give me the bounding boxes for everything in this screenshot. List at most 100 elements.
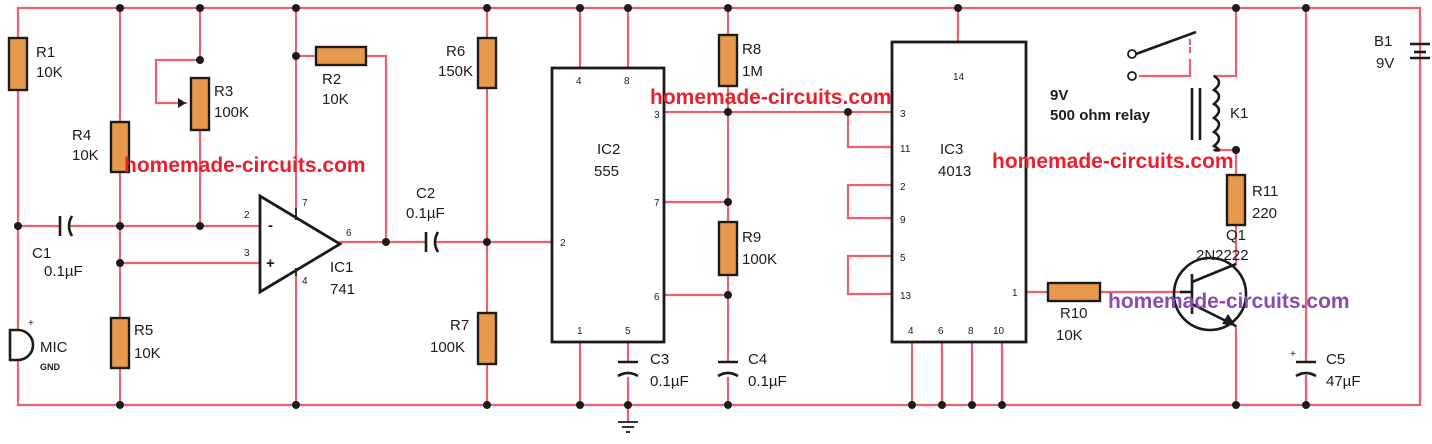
watermarks: homemade-circuits.com homemade-circuits.… <box>124 86 1350 313</box>
ic3-pin6: 6 <box>938 326 944 337</box>
capacitor-c1: C1 0.1µF <box>32 215 83 280</box>
ic1-pin3: 3 <box>244 248 250 259</box>
r7-name: R7 <box>450 317 469 334</box>
q1-name: Q1 <box>1226 227 1246 244</box>
resistor-r1: R1 10K <box>7 36 63 92</box>
c1-name: C1 <box>32 245 51 262</box>
c5-plus: + <box>1290 349 1296 360</box>
c2-value: 0.1µF <box>406 205 445 222</box>
r10-name: R10 <box>1060 305 1088 322</box>
r9-name: R9 <box>742 229 761 246</box>
ic2-value: 555 <box>594 163 619 180</box>
ic2-pin1: 1 <box>577 326 583 337</box>
ic2-pin8: 8 <box>624 76 630 87</box>
ic3-pin2: 2 <box>900 182 906 193</box>
ic2-pin6: 6 <box>654 292 660 303</box>
microphone: + MIC GND <box>8 318 68 372</box>
ic1-pin7: 7 <box>302 198 308 209</box>
capacitor-c5: + C5 47µF <box>1290 349 1361 390</box>
wires <box>16 6 1422 424</box>
relay-k1: K1 9V 500 ohm relay <box>1050 30 1248 152</box>
k1-name: K1 <box>1230 105 1248 122</box>
resistor-r11: R11 220 <box>1225 173 1278 227</box>
resistor-r10: R10 10K <box>1046 281 1102 344</box>
mic-gnd: GND <box>40 362 61 372</box>
resistor-r9: R9 100K <box>717 220 777 277</box>
ic3-pin8: 8 <box>968 326 974 337</box>
c2-name: C2 <box>416 185 435 202</box>
ic1-plus: + <box>266 255 275 272</box>
capacitor-c4: C4 0.1µF <box>717 351 787 390</box>
r5-name: R5 <box>134 322 153 339</box>
ic1-value: 741 <box>330 281 355 298</box>
ic3-pin9: 9 <box>900 215 906 226</box>
r5-value: 10K <box>134 345 161 362</box>
r4-value: 10K <box>72 147 99 164</box>
battery-b1: B1 9V <box>1374 33 1430 72</box>
k1-description: 500 ohm relay <box>1050 107 1151 124</box>
ic2-name: IC2 <box>597 141 620 158</box>
ic2-pin4: 4 <box>576 76 582 87</box>
ic1-opamp: 2 3 7 4 6 - + IC1 741 <box>244 193 355 298</box>
ic2-pin3: 3 <box>654 110 660 121</box>
resistor-r7: R7 100K <box>430 311 498 366</box>
mic-plus: + <box>28 318 34 329</box>
r6-name: R6 <box>446 43 465 60</box>
ic1-minus: - <box>268 217 273 234</box>
ic1-name: IC1 <box>330 259 353 276</box>
r10-value: 10K <box>1056 327 1083 344</box>
ic3-pin5: 5 <box>900 253 906 264</box>
r7-value: 100K <box>430 339 465 356</box>
watermark-1: homemade-circuits.com <box>124 154 366 177</box>
watermark-4: homemade-circuits.com <box>1108 290 1350 313</box>
r3-value: 100K <box>214 104 249 121</box>
ic3-pin11: 11 <box>900 144 911 155</box>
capacitor-c3: C3 0.1µF <box>617 351 689 390</box>
r6-value: 150K <box>438 63 473 80</box>
capacitor-c2: C2 0.1µF <box>406 185 445 253</box>
watermark-3: homemade-circuits.com <box>992 150 1234 173</box>
r9-value: 100K <box>742 251 777 268</box>
r1-name: R1 <box>36 44 55 61</box>
ic2-pin7: 7 <box>654 198 660 209</box>
transistor-q1: Q1 2N2222 <box>1172 227 1249 332</box>
c1-value: 0.1µF <box>44 263 83 280</box>
b1-value: 9V <box>1376 55 1394 72</box>
ic3-4013: 14 3 11 2 9 5 13 1 4 6 8 10 IC3 4013 <box>890 40 1028 344</box>
c4-value: 0.1µF <box>748 373 787 390</box>
resistor-r2: R2 10K <box>314 45 368 108</box>
ic2-pin5: 5 <box>625 326 631 337</box>
r4-name: R4 <box>72 127 91 144</box>
r8-name: R8 <box>742 41 761 58</box>
c3-value: 0.1µF <box>650 373 689 390</box>
ic3-pin10: 10 <box>993 326 1005 337</box>
r1-value: 10K <box>36 64 63 81</box>
r11-name: R11 <box>1252 183 1278 200</box>
c5-value: 47µF <box>1326 373 1361 390</box>
c3-name: C3 <box>650 351 669 368</box>
ground-icon <box>618 421 638 433</box>
ic3-name: IC3 <box>940 141 963 158</box>
k1-voltage: 9V <box>1050 87 1068 104</box>
resistor-r5: R5 10K <box>109 316 161 370</box>
resistor-r4: R4 10K <box>72 120 131 174</box>
b1-name: B1 <box>1374 33 1392 50</box>
ic2-555: 4 8 3 7 2 6 1 5 IC2 555 <box>550 66 666 344</box>
c4-name: C4 <box>748 351 767 368</box>
ic3-pin13: 13 <box>900 291 912 302</box>
r2-value: 10K <box>322 91 349 108</box>
ic1-pin6: 6 <box>346 228 352 239</box>
ic3-pin3: 3 <box>900 109 906 120</box>
mic-name: MIC <box>40 339 68 356</box>
ic3-pin4: 4 <box>908 326 914 337</box>
ic3-pin1: 1 <box>1012 288 1018 299</box>
resistor-r8: R8 1M <box>717 33 763 88</box>
ic1-pin4: 4 <box>302 276 308 287</box>
resistor-r6: R6 150K <box>438 36 498 90</box>
resistor-r3: R3 100K <box>178 76 249 132</box>
q1-value: 2N2222 <box>1196 247 1249 264</box>
r11-value: 220 <box>1252 205 1277 222</box>
ic1-pin2: 2 <box>244 210 250 221</box>
ic3-value: 4013 <box>938 163 971 180</box>
